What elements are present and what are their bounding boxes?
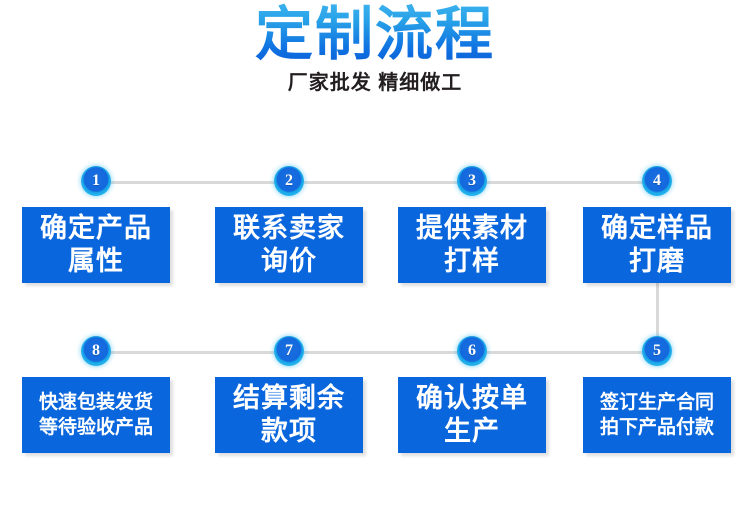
step-circle-4[interactable]: 4 bbox=[642, 166, 672, 196]
step-label-5-line1: 签订生产合同 bbox=[599, 392, 714, 413]
connector-step2-step3 bbox=[289, 181, 472, 184]
step-number-1: 1 bbox=[92, 172, 100, 189]
step-circle-8[interactable]: 8 bbox=[81, 336, 111, 366]
step-label-6-line2: 生产 bbox=[444, 416, 500, 446]
step-box-3[interactable]: 提供素材 打样 bbox=[398, 207, 546, 283]
connector-step4-step5 bbox=[656, 282, 659, 352]
connector-step6-step7 bbox=[289, 351, 472, 354]
step-box-5[interactable]: 签订生产合同 拍下产品付款 bbox=[583, 377, 731, 453]
step-label-3-line1: 提供素材 bbox=[416, 213, 528, 243]
step-box-6[interactable]: 确认按单 生产 bbox=[398, 377, 546, 453]
step-circle-1[interactable]: 1 bbox=[81, 166, 111, 196]
step-label-1-line2: 属性 bbox=[68, 246, 124, 276]
step-label-8-line1: 快速包装发货 bbox=[38, 392, 153, 413]
step-label-4-line2: 打磨 bbox=[629, 246, 685, 276]
step-box-2[interactable]: 联系卖家 询价 bbox=[215, 207, 363, 283]
step-number-2: 2 bbox=[285, 172, 293, 189]
page-subtitle: 厂家批发 精细做工 bbox=[287, 72, 463, 94]
step-label-1-line1: 确定产品 bbox=[40, 213, 152, 243]
step-box-8[interactable]: 快速包装发货 等待验收产品 bbox=[22, 377, 170, 453]
step-label-2-line1: 联系卖家 bbox=[233, 213, 345, 243]
step-circle-5[interactable]: 5 bbox=[642, 336, 672, 366]
step-label-5-line2: 拍下产品付款 bbox=[599, 417, 714, 438]
step-number-6: 6 bbox=[468, 342, 476, 359]
connector-step7-step8 bbox=[96, 351, 289, 354]
step-label-3-line2: 打样 bbox=[444, 246, 500, 276]
step-number-5: 5 bbox=[653, 342, 661, 359]
step-box-4[interactable]: 确定样品 打磨 bbox=[583, 207, 731, 283]
connector-step1-step2 bbox=[96, 181, 289, 184]
connector-step3-step4 bbox=[472, 181, 657, 184]
step-label-6-line1: 确认按单 bbox=[416, 383, 528, 413]
step-label-7-line2: 款项 bbox=[261, 416, 317, 446]
step-box-7[interactable]: 结算剩余 款项 bbox=[215, 377, 363, 453]
step-label-4-line1: 确定样品 bbox=[601, 213, 713, 243]
step-label-2-line2: 询价 bbox=[261, 246, 317, 276]
step-label-7-line1: 结算剩余 bbox=[233, 383, 345, 413]
step-number-3: 3 bbox=[468, 172, 476, 189]
header: 定制流程 厂家批发 精细做工 bbox=[0, 0, 750, 96]
step-circle-7[interactable]: 7 bbox=[274, 336, 304, 366]
step-number-4: 4 bbox=[653, 172, 661, 189]
connector-step5-step6 bbox=[472, 351, 657, 354]
step-box-1[interactable]: 确定产品 属性 bbox=[22, 207, 170, 283]
step-circle-3[interactable]: 3 bbox=[457, 166, 487, 196]
step-label-8-line2: 等待验收产品 bbox=[38, 417, 153, 438]
step-circle-2[interactable]: 2 bbox=[274, 166, 304, 196]
page-title: 定制流程 bbox=[0, 0, 750, 70]
step-number-8: 8 bbox=[92, 342, 100, 359]
step-number-7: 7 bbox=[285, 342, 293, 359]
step-circle-6[interactable]: 6 bbox=[457, 336, 487, 366]
